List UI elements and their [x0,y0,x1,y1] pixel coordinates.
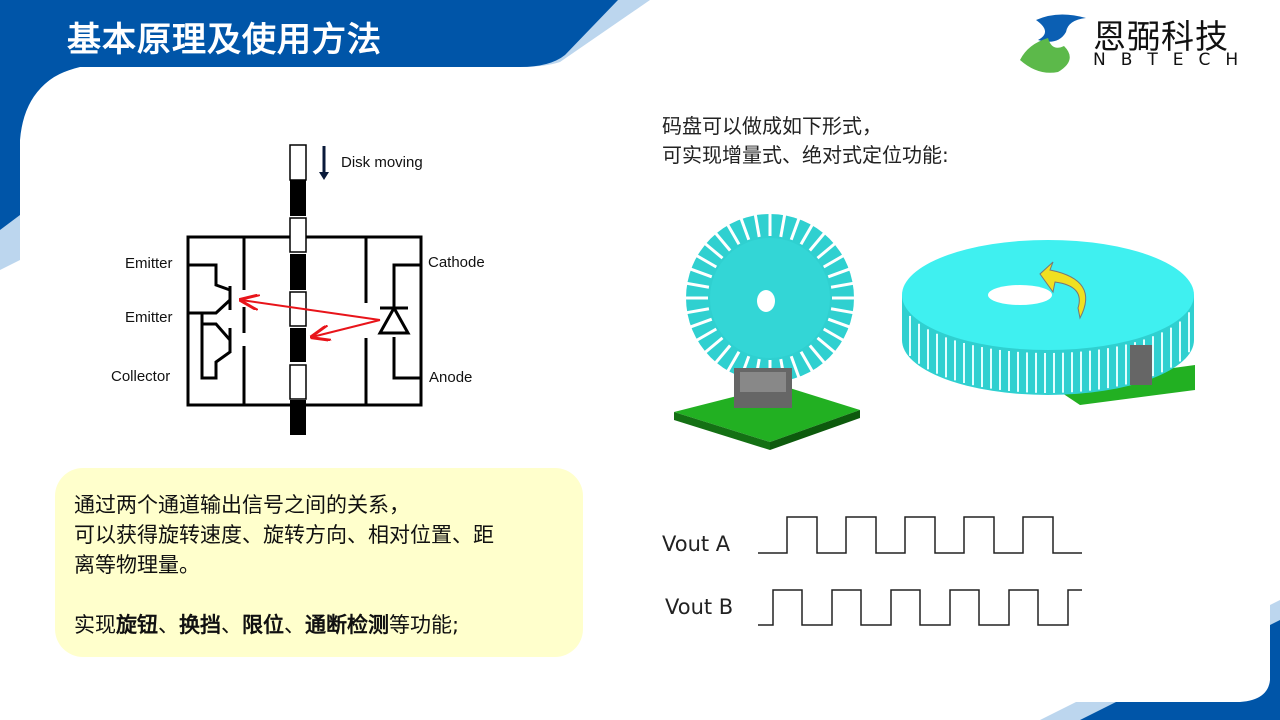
code-disk-strip [289,144,307,435]
function-gear-shift: 换挡 [179,613,221,637]
text: 、 [284,613,305,637]
encoder-line: 可实现增量式、绝对式定位功能: [662,143,949,167]
collector-label: Collector [111,368,171,385]
info-line: 离等物理量。 [74,553,200,577]
text: 、 [158,613,179,637]
text: 等功能; [389,613,460,637]
logo-name-cn: 恩弼科技 [1093,17,1229,56]
disk-moving-label: Disk moving [341,154,423,171]
encoder-line: 码盘可以做成如下形式， [662,114,882,138]
light-ray-arrow [241,300,381,321]
encoder-description: 码盘可以做成如下形式， 可实现增量式、绝对式定位功能: [662,112,949,170]
info-line: 通过两个通道输出信号之间的关系， [74,493,410,517]
function-limit: 限位 [242,613,284,637]
anode-label: Anode [429,369,473,386]
page-title: 基本原理及使用方法 [67,20,382,60]
text: 实现 [74,613,116,637]
optical-sensor-diagram [186,144,423,435]
logo-name-en: NBTECH [1093,50,1254,70]
encoder-illustrations [674,212,1195,450]
light-ray-arrow [312,319,381,337]
text: 、 [221,613,242,637]
functions-line: 实现旋钮、换挡、限位、通断检测等功能; [74,610,494,640]
cathode-label: Cathode [428,254,485,271]
logo-icon [1020,14,1086,73]
vout-a-label: Vout A [662,532,731,556]
vout-b-label: Vout B [665,595,734,619]
function-knob: 旋钮 [116,613,158,637]
toothed-disk-encoder [674,212,860,450]
ring-disk-encoder [902,240,1195,405]
emitter-label: Emitter [125,255,173,272]
info-line: 可以获得旋转速度、旋转方向、相对位置、距 [74,523,494,547]
function-continuity: 通断检测 [305,613,389,637]
emitter-label: Emitter [125,309,173,326]
info-box: 通过两个通道输出信号之间的关系， 可以获得旋转速度、旋转方向、相对位置、距 离等… [55,468,583,657]
